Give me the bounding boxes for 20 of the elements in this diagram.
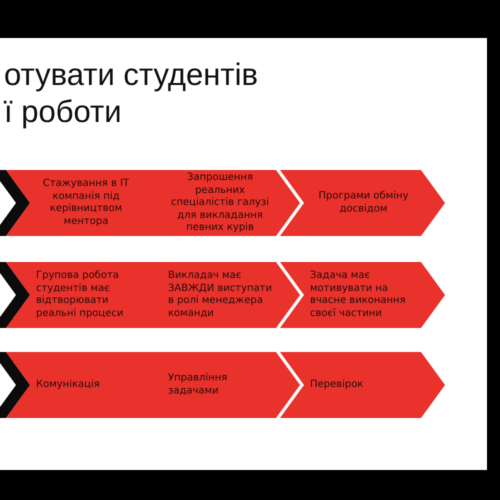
step-text: Стажування в ІТ компанія під керівництвом ментора xyxy=(42,178,130,228)
step-text: Викладач має ЗАВЖДИ виступати в ролі менеджера команди xyxy=(168,270,272,320)
step-text: Програми обміну досвідом xyxy=(318,190,410,216)
step-text: Управління задачами xyxy=(168,372,228,398)
process-step xyxy=(0,352,30,418)
process-step xyxy=(6,352,164,418)
step-text: Задача має мотивувати на вчасне виконання своєї частини xyxy=(310,270,407,320)
process-step xyxy=(138,170,300,236)
step-text: Запрошення реальних спеціалістів галузі для викладання певних курів xyxy=(170,172,270,234)
process-step xyxy=(138,352,300,418)
process-step xyxy=(280,262,445,328)
step-text: Групова робота студентів має відтворювати реальні процеси xyxy=(36,270,124,320)
slide-title: отувати студентів ї роботи xyxy=(4,56,259,130)
step-text: Перевірок xyxy=(310,378,364,392)
process-step xyxy=(138,262,300,328)
step-text: Комунікація xyxy=(36,378,101,392)
process-step xyxy=(0,170,30,236)
process-step xyxy=(280,352,445,418)
process-step xyxy=(0,262,30,328)
process-step xyxy=(280,170,445,236)
